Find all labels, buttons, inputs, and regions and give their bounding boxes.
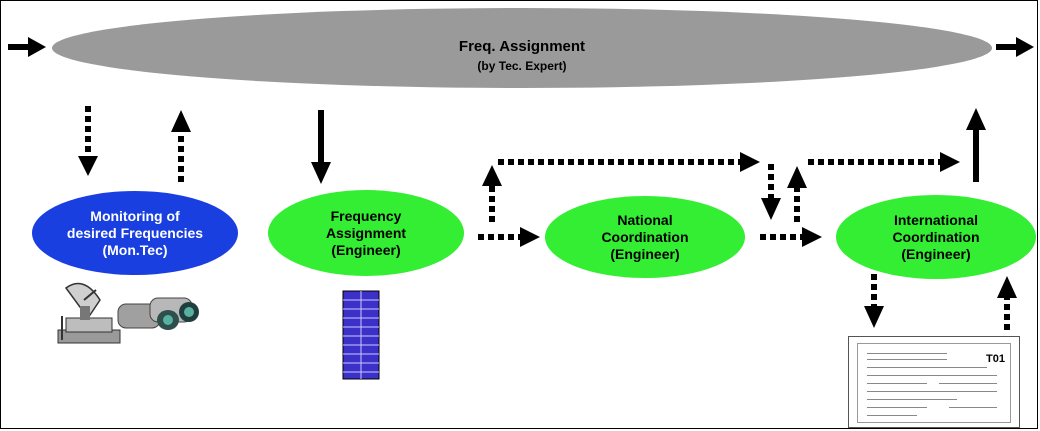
output-arrow — [996, 37, 1034, 57]
international-coordination-node — [836, 195, 1036, 279]
freq-assignment-node-label: Frequency Assignment (Engineer) — [276, 208, 456, 259]
dotted-arrow-assignment-to-national — [478, 227, 540, 247]
binoculars-icon — [117, 297, 199, 330]
international-coordination-node-line-2: Coordination — [892, 229, 980, 245]
national-coordination-node-label: National Coordination (Engineer) — [555, 212, 735, 263]
dotted-arrow-national-to-international — [760, 227, 822, 247]
national-coordination-node — [545, 196, 745, 278]
form-document-code: T01 — [986, 353, 1005, 365]
monitoring-node-line-3: (Mon.Tec) — [102, 242, 168, 258]
top-process-subtitle: (by Tec. Expert) — [477, 59, 567, 73]
dotted-path-up-to-international — [787, 152, 960, 222]
international-coordination-node-line-1: International — [893, 212, 978, 228]
database-table-icon — [342, 290, 380, 380]
freq-assignment-node-line-1: Frequency — [330, 208, 402, 224]
form-document-icon: T01 — [848, 336, 1020, 428]
monitoring-node-line-1: Monitoring of — [90, 208, 180, 224]
freq-assignment-node — [268, 190, 464, 276]
freq-assignment-node-line-2: Assignment — [325, 225, 407, 241]
monitoring-node-label: Monitoring of desired Frequencies (Mon.T… — [40, 208, 230, 259]
international-coordination-node-label: International Coordination (Engineer) — [846, 212, 1026, 263]
dotted-arrow-up-document — [997, 276, 1017, 330]
monitoring-node-line-2: desired Frequencies — [66, 225, 204, 241]
dotted-arrow-down-coordination — [761, 164, 781, 220]
national-coordination-node-line-1: National — [617, 212, 673, 228]
dotted-path-assignment-to-international — [482, 152, 760, 222]
solid-arrow-down-assignment — [311, 110, 331, 184]
satellite-dish-icon — [57, 282, 121, 344]
solid-arrow-up-international — [966, 108, 986, 182]
form-document-border — [857, 343, 1011, 423]
international-coordination-node-line-3: (Engineer) — [901, 246, 971, 262]
freq-assignment-node-line-3: (Engineer) — [331, 242, 401, 258]
top-process-title: Freq. Assignment — [458, 38, 586, 55]
freq-assignment-top-ellipse — [52, 8, 992, 88]
dotted-arrow-up-monitoring — [171, 110, 191, 182]
input-arrow — [8, 37, 46, 57]
national-coordination-node-line-2: Coordination — [601, 229, 689, 245]
national-coordination-node-line-3: (Engineer) — [610, 246, 680, 262]
dotted-arrow-down-monitoring — [78, 106, 98, 176]
dotted-arrow-down-document — [864, 274, 884, 328]
monitoring-node — [32, 191, 238, 275]
